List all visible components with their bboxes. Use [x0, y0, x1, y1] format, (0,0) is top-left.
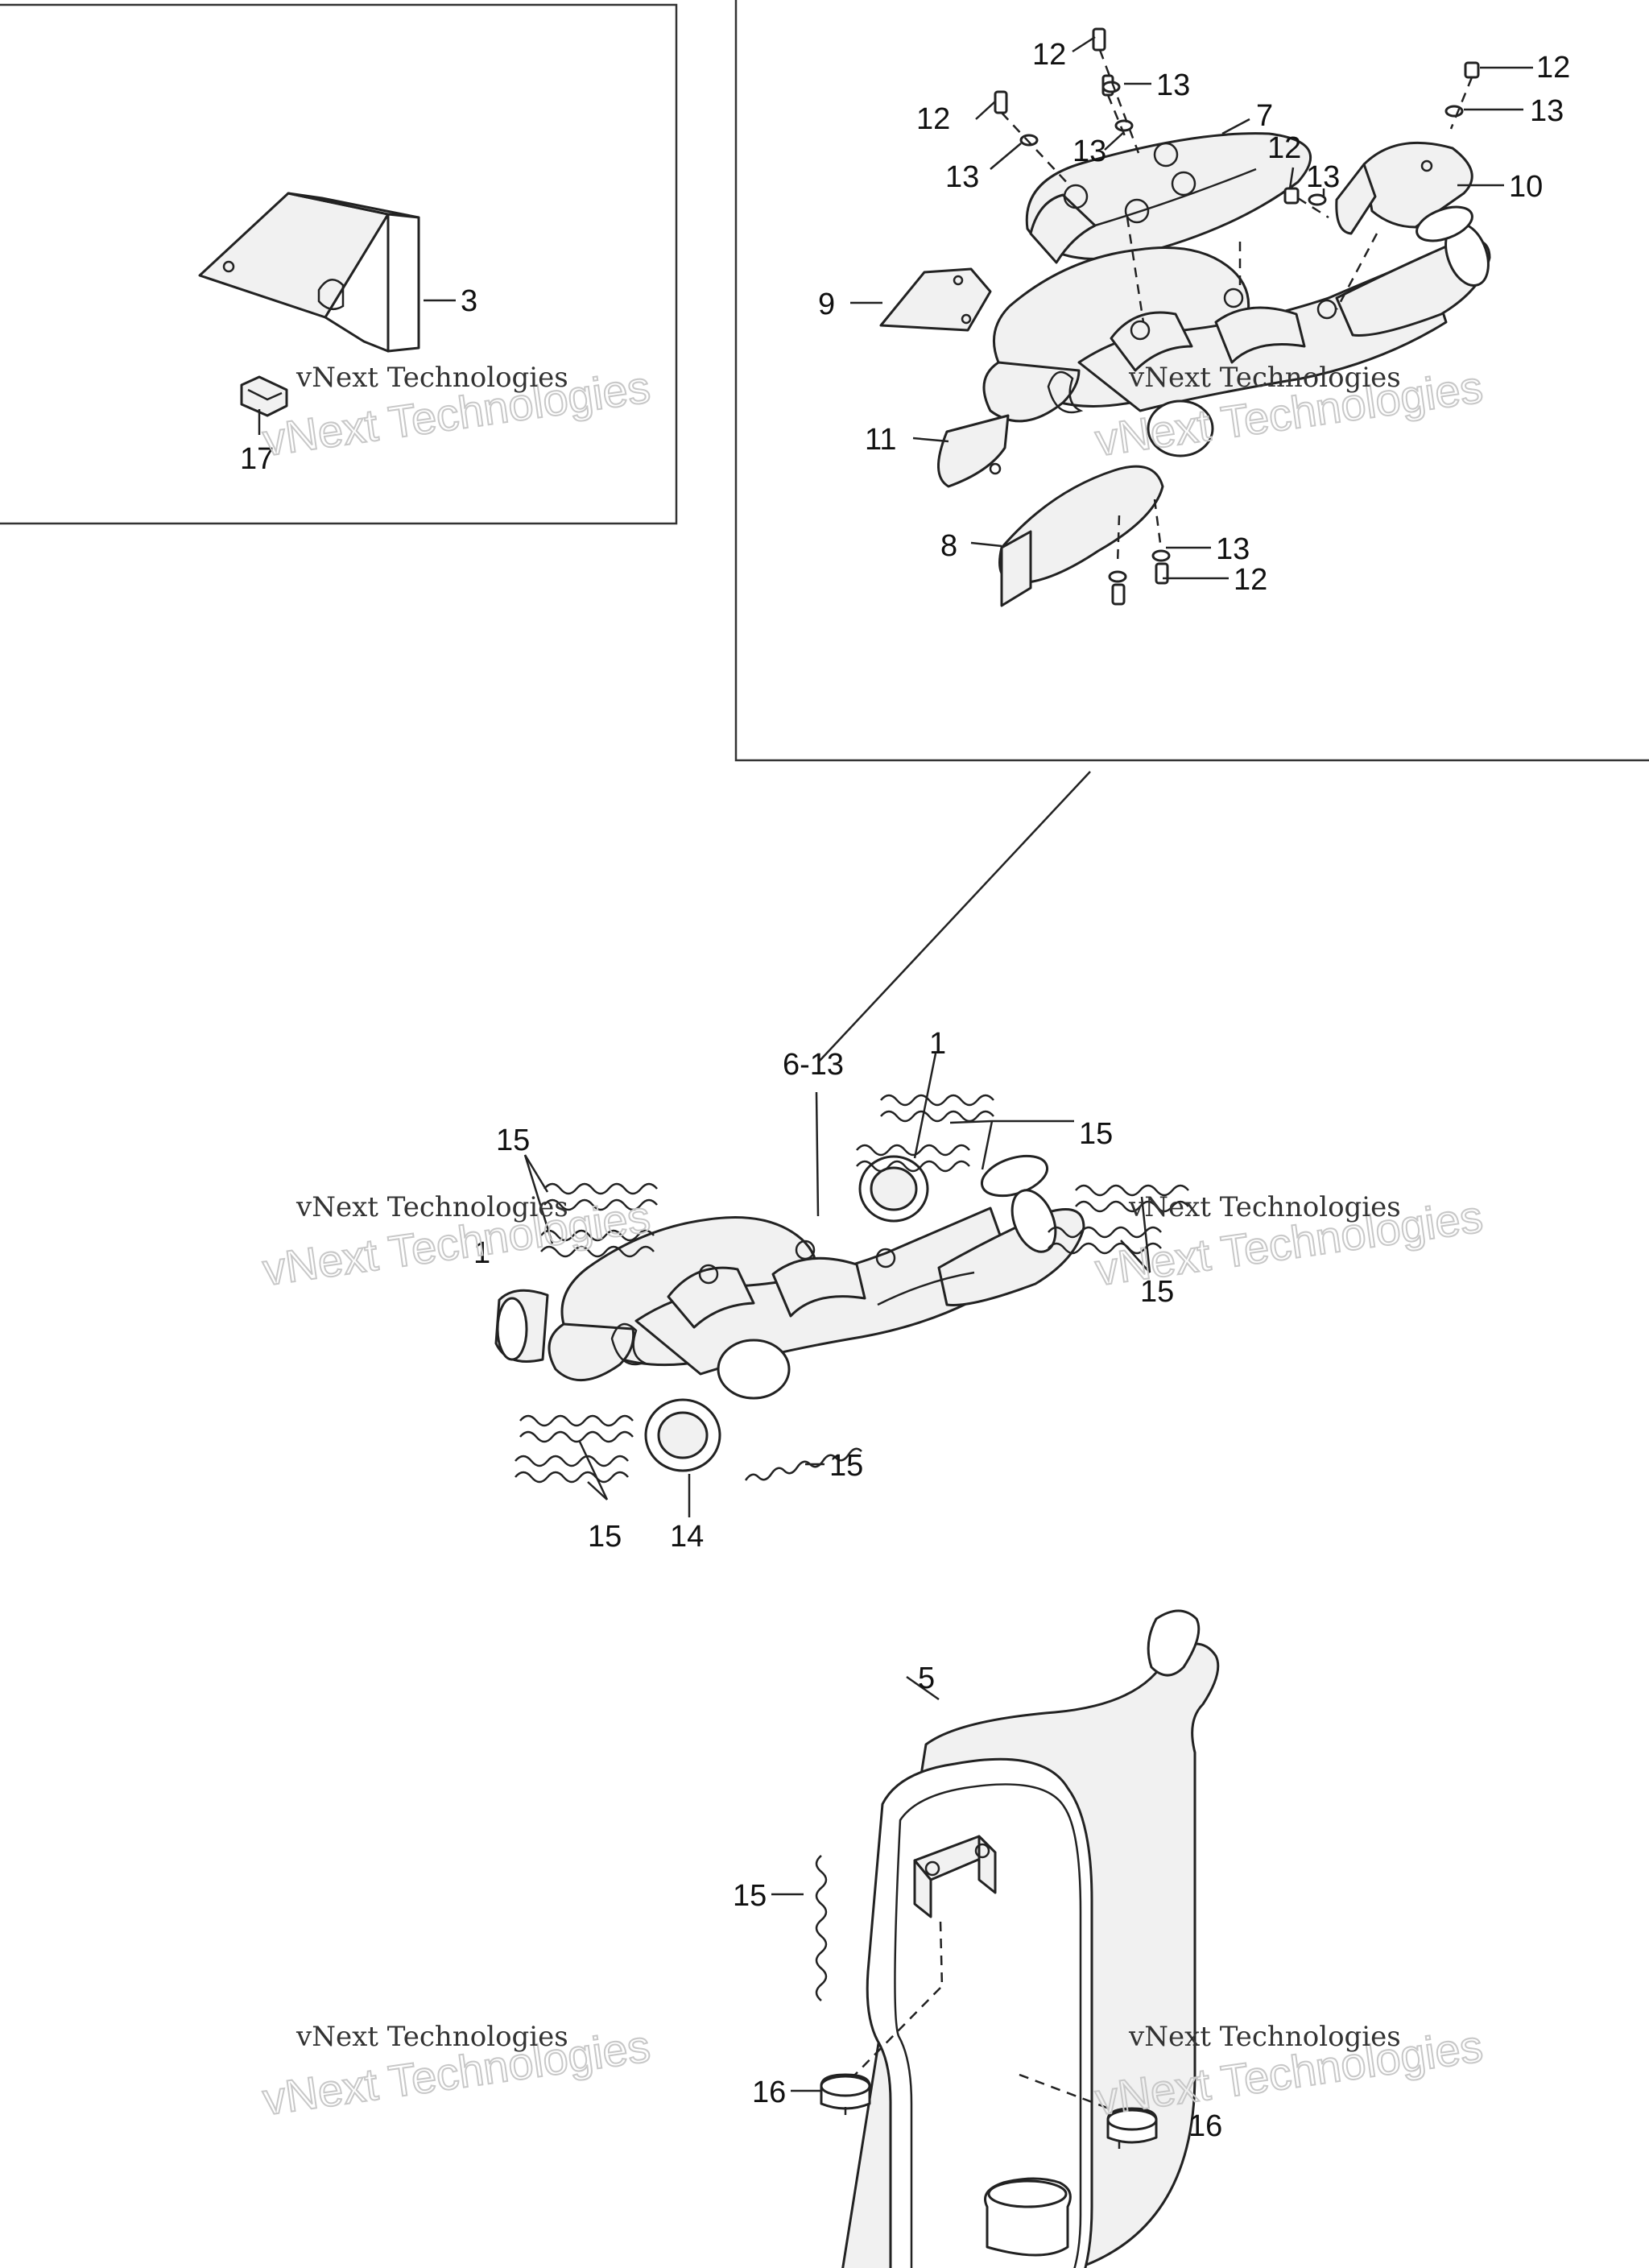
explode-lines-detail [1001, 49, 1473, 565]
callout-13: 13 [1216, 532, 1250, 566]
callout-15: 15 [1079, 1117, 1113, 1151]
watermark: vNext Technologies vNext Technologies [1092, 1190, 1487, 1296]
watermark: vNext Technologies vNext Technologies [1092, 2019, 1487, 2125]
gasket-part-14 [644, 1398, 721, 1472]
callout-12: 12 [1234, 563, 1267, 597]
muffler-part-5 [841, 1609, 1220, 2268]
bumper-part-16-left [820, 2073, 871, 2115]
callout-1: 1 [929, 1027, 946, 1061]
watermark: vNext Technologies vNext Technologies [259, 2019, 655, 2125]
detail-frame-right [734, 0, 1649, 762]
leader-lines-detail [258, 35, 1533, 580]
leader-lines-main [523, 1053, 1184, 2126]
callout-15: 15 [829, 1449, 863, 1483]
callout-15: 15 [733, 1879, 767, 1913]
callout-17: 17 [240, 442, 274, 476]
callout-12: 12 [1536, 51, 1570, 85]
exhaust-manifold-detail [982, 205, 1491, 457]
callout-15: 15 [588, 1520, 622, 1554]
heat-shield-part-10 [1335, 141, 1473, 235]
callout-5: 5 [918, 1662, 935, 1695]
heat-shield-part-8 [998, 465, 1164, 607]
callout-11: 11 [865, 423, 896, 457]
svg-text:vNext Technologies: vNext Technologies [295, 2021, 568, 2053]
heat-shield-part-7 [1025, 132, 1312, 264]
callout-16: 16 [752, 2076, 786, 2109]
callout-8: 8 [940, 529, 957, 563]
callout-16: 16 [1188, 2109, 1222, 2143]
clip-part-17 [240, 375, 288, 417]
watermark: vNext Technologies vNext Technologies [259, 360, 655, 466]
gasket-part-1-top [858, 1155, 929, 1223]
heat-shield-part-9 [879, 267, 992, 332]
exhaust-manifold-assembly [548, 1154, 1085, 1400]
callout-15: 15 [496, 1124, 530, 1157]
callout-15: 15 [1140, 1275, 1174, 1309]
svg-text:vNext Technologies: vNext Technologies [295, 362, 568, 394]
svg-text:vNext Technologies: vNext Technologies [295, 1191, 568, 1223]
callout-12: 12 [916, 102, 950, 136]
heat-shield-part-11 [937, 414, 1010, 488]
svg-text:vNext Technologies: vNext Technologies [1128, 1191, 1401, 1223]
callout-12: 12 [1032, 38, 1066, 72]
callout-3: 3 [461, 284, 477, 318]
callout-13: 13 [1072, 135, 1106, 168]
callout-9: 9 [818, 288, 835, 321]
bolts-and-washers [994, 27, 1480, 606]
bumper-part-16-right [1106, 2107, 1158, 2149]
callout-7: 7 [1256, 99, 1273, 133]
callout-13: 13 [945, 160, 979, 194]
callout-13: 13 [1306, 160, 1340, 194]
heat-shield-part-3 [198, 192, 420, 353]
svg-text:vNext Technologies: vNext Technologies [1128, 2021, 1401, 2053]
callout-14: 14 [670, 1520, 704, 1554]
springs-part-15 [515, 1094, 1189, 2001]
callout-13: 13 [1530, 94, 1564, 128]
callout-1: 1 [473, 1236, 490, 1270]
svg-text:vNext Technologies: vNext Technologies [1128, 362, 1401, 394]
callout-6-13: 6-13 [783, 1048, 844, 1082]
watermark: vNext Technologies vNext Technologies [1092, 360, 1487, 466]
callout-12: 12 [1267, 131, 1301, 165]
callout-13: 13 [1156, 68, 1190, 102]
gasket-part-1-left [494, 1289, 549, 1363]
detail-leader-line [819, 771, 1091, 1062]
detail-frame-left [0, 3, 678, 525]
callout-10: 10 [1509, 170, 1543, 204]
callout-labels: 3 17 12 13 12 13 13 7 12 13 10 12 13 9 1… [240, 38, 1570, 2143]
